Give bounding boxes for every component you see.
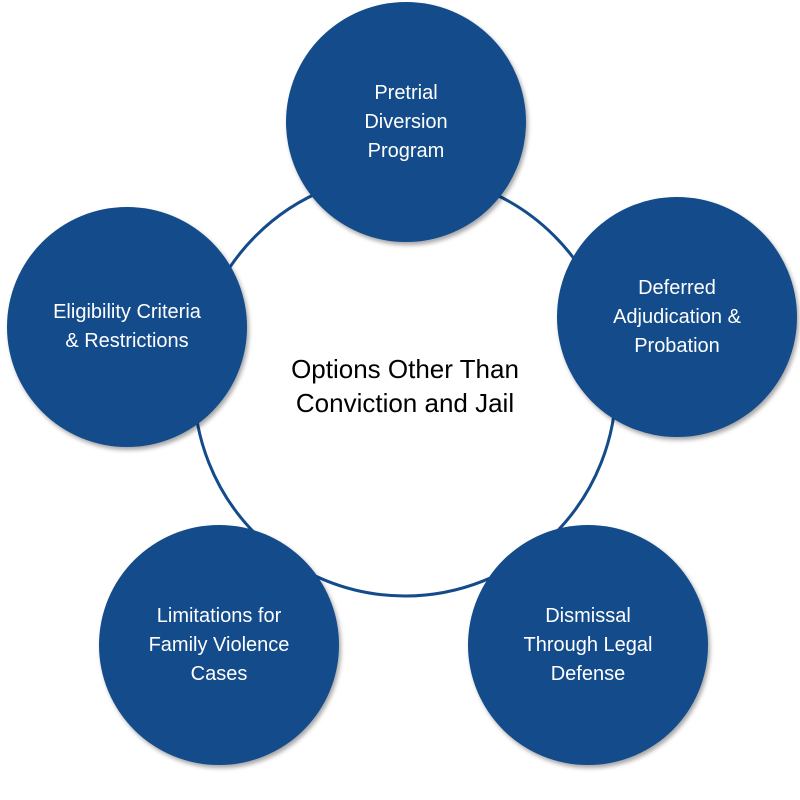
node-label-line: Program — [367, 139, 445, 162]
node-label-line: Through Legal — [523, 633, 653, 656]
node-label: Eligibility Criteria & Restrictions — [43, 298, 211, 356]
center-title: Options Other Than Conviction and Jail — [200, 352, 610, 420]
node-label-line: Cases — [190, 662, 248, 685]
node-label: Limitations for Family Violence Cases — [139, 602, 300, 689]
node-family-violence-limitations: Limitations for Family Violence Cases — [99, 525, 339, 765]
node-deferred-adjudication: Deferred Adjudication & Probation — [557, 197, 797, 437]
node-dismissal-legal-defense: Dismissal Through Legal Defense — [468, 525, 708, 765]
node-pretrial-diversion: Pretrial Diversion Program — [286, 2, 526, 242]
node-label-line: Pretrial — [374, 81, 438, 104]
node-label-line: Deferred — [638, 276, 716, 299]
node-eligibility-criteria: Eligibility Criteria & Restrictions — [7, 207, 247, 447]
node-label-line: & Restrictions — [65, 330, 189, 352]
node-label-line: Limitations for — [156, 604, 282, 627]
node-label-line: Diversion — [364, 110, 448, 133]
center-title-line-1: Options Other Than — [291, 354, 519, 384]
node-label-line: Adjudication & — [613, 305, 741, 328]
node-label: Dismissal Through Legal Defense — [514, 602, 663, 689]
node-label: Deferred Adjudication & Probation — [603, 274, 751, 361]
node-label-line: Defense — [550, 662, 626, 685]
center-title-line-2: Conviction and Jail — [295, 388, 515, 418]
node-label-line: Eligibility Criteria — [53, 301, 201, 323]
node-label: Pretrial Diversion Program — [354, 79, 457, 166]
node-label-line: Family Violence — [148, 633, 290, 656]
node-label-line: Probation — [634, 334, 720, 357]
node-label-line: Dismissal — [545, 604, 631, 627]
